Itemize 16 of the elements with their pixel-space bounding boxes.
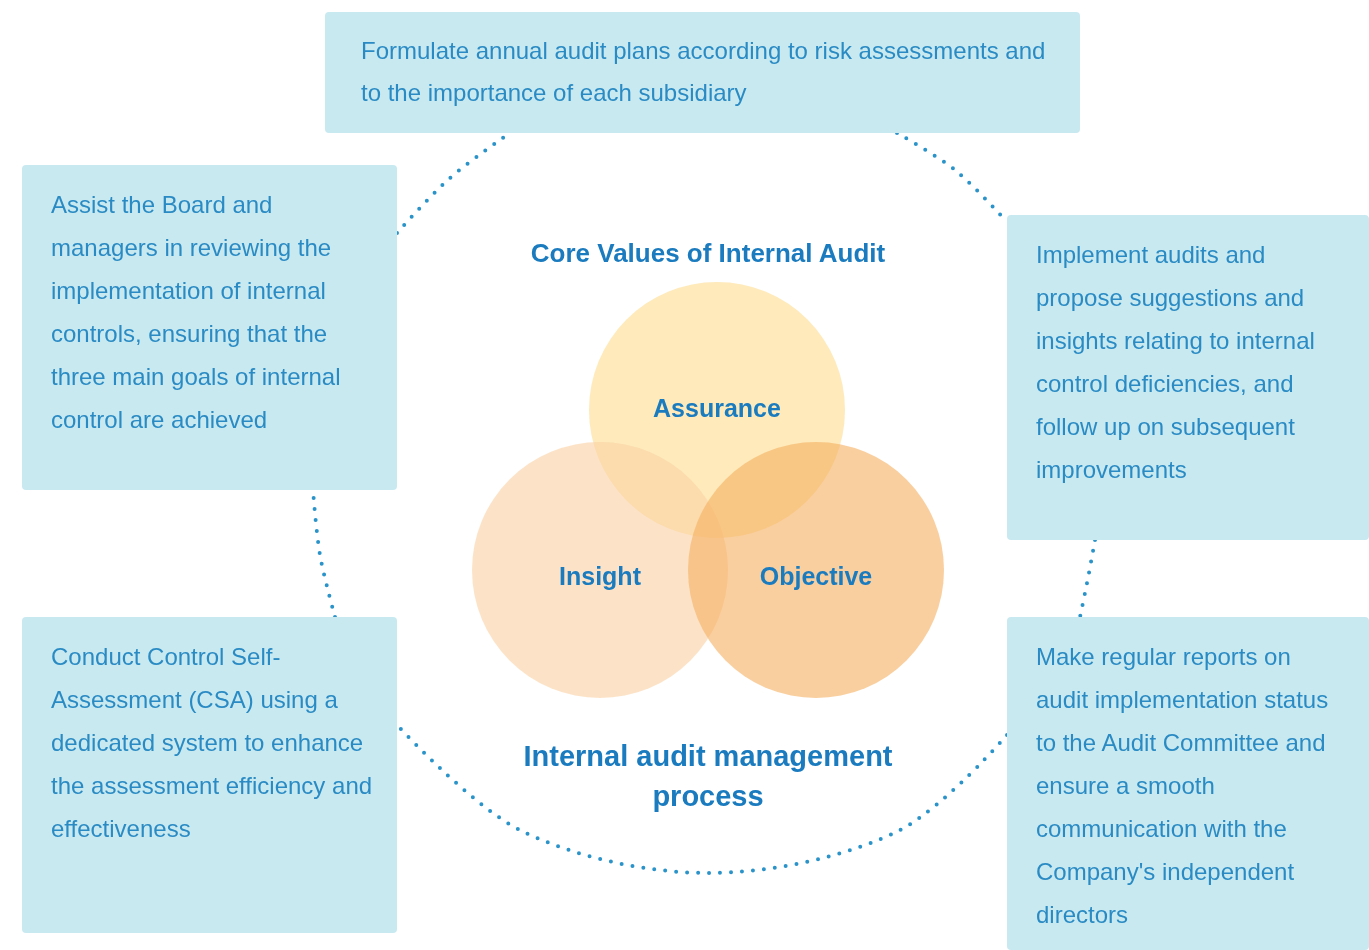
value-label: Assurance — [653, 393, 781, 423]
text-box — [325, 12, 1080, 133]
text-box — [1007, 215, 1369, 540]
text-box — [22, 617, 397, 933]
value-label: Insight — [559, 561, 641, 591]
text-box — [1007, 617, 1369, 950]
description-text: Implement audits and propose suggestions and insights relating to internal control deficiencies, and follow up on subsequent improvements — [1036, 241, 1315, 483]
dotted-connector — [1078, 538, 1097, 619]
description-text: Assist the Board and managers in reviewing the implementation of internal controls, ensuring that the three main goals of internal control are achieved — [51, 191, 341, 433]
text-box — [22, 165, 397, 490]
description-text: Formulate annual audit plans according to risk assessments and to the importance of each subsidiary — [361, 37, 1046, 106]
description-text: Conduct Control Self-Assessment (CSA) using a dedicated system to enhance the assessment efficiency and effectiveness — [51, 643, 373, 842]
description-text: Make regular reports on audit implementation status to the Audit Committee and ensure a smooth communication with the Company's independent directors — [1036, 643, 1329, 928]
value-label: Objective — [759, 561, 873, 591]
diagram-title: Core Values of Internal Audit — [529, 238, 887, 269]
diagram-caption: Internal audit management process — [522, 739, 894, 814]
